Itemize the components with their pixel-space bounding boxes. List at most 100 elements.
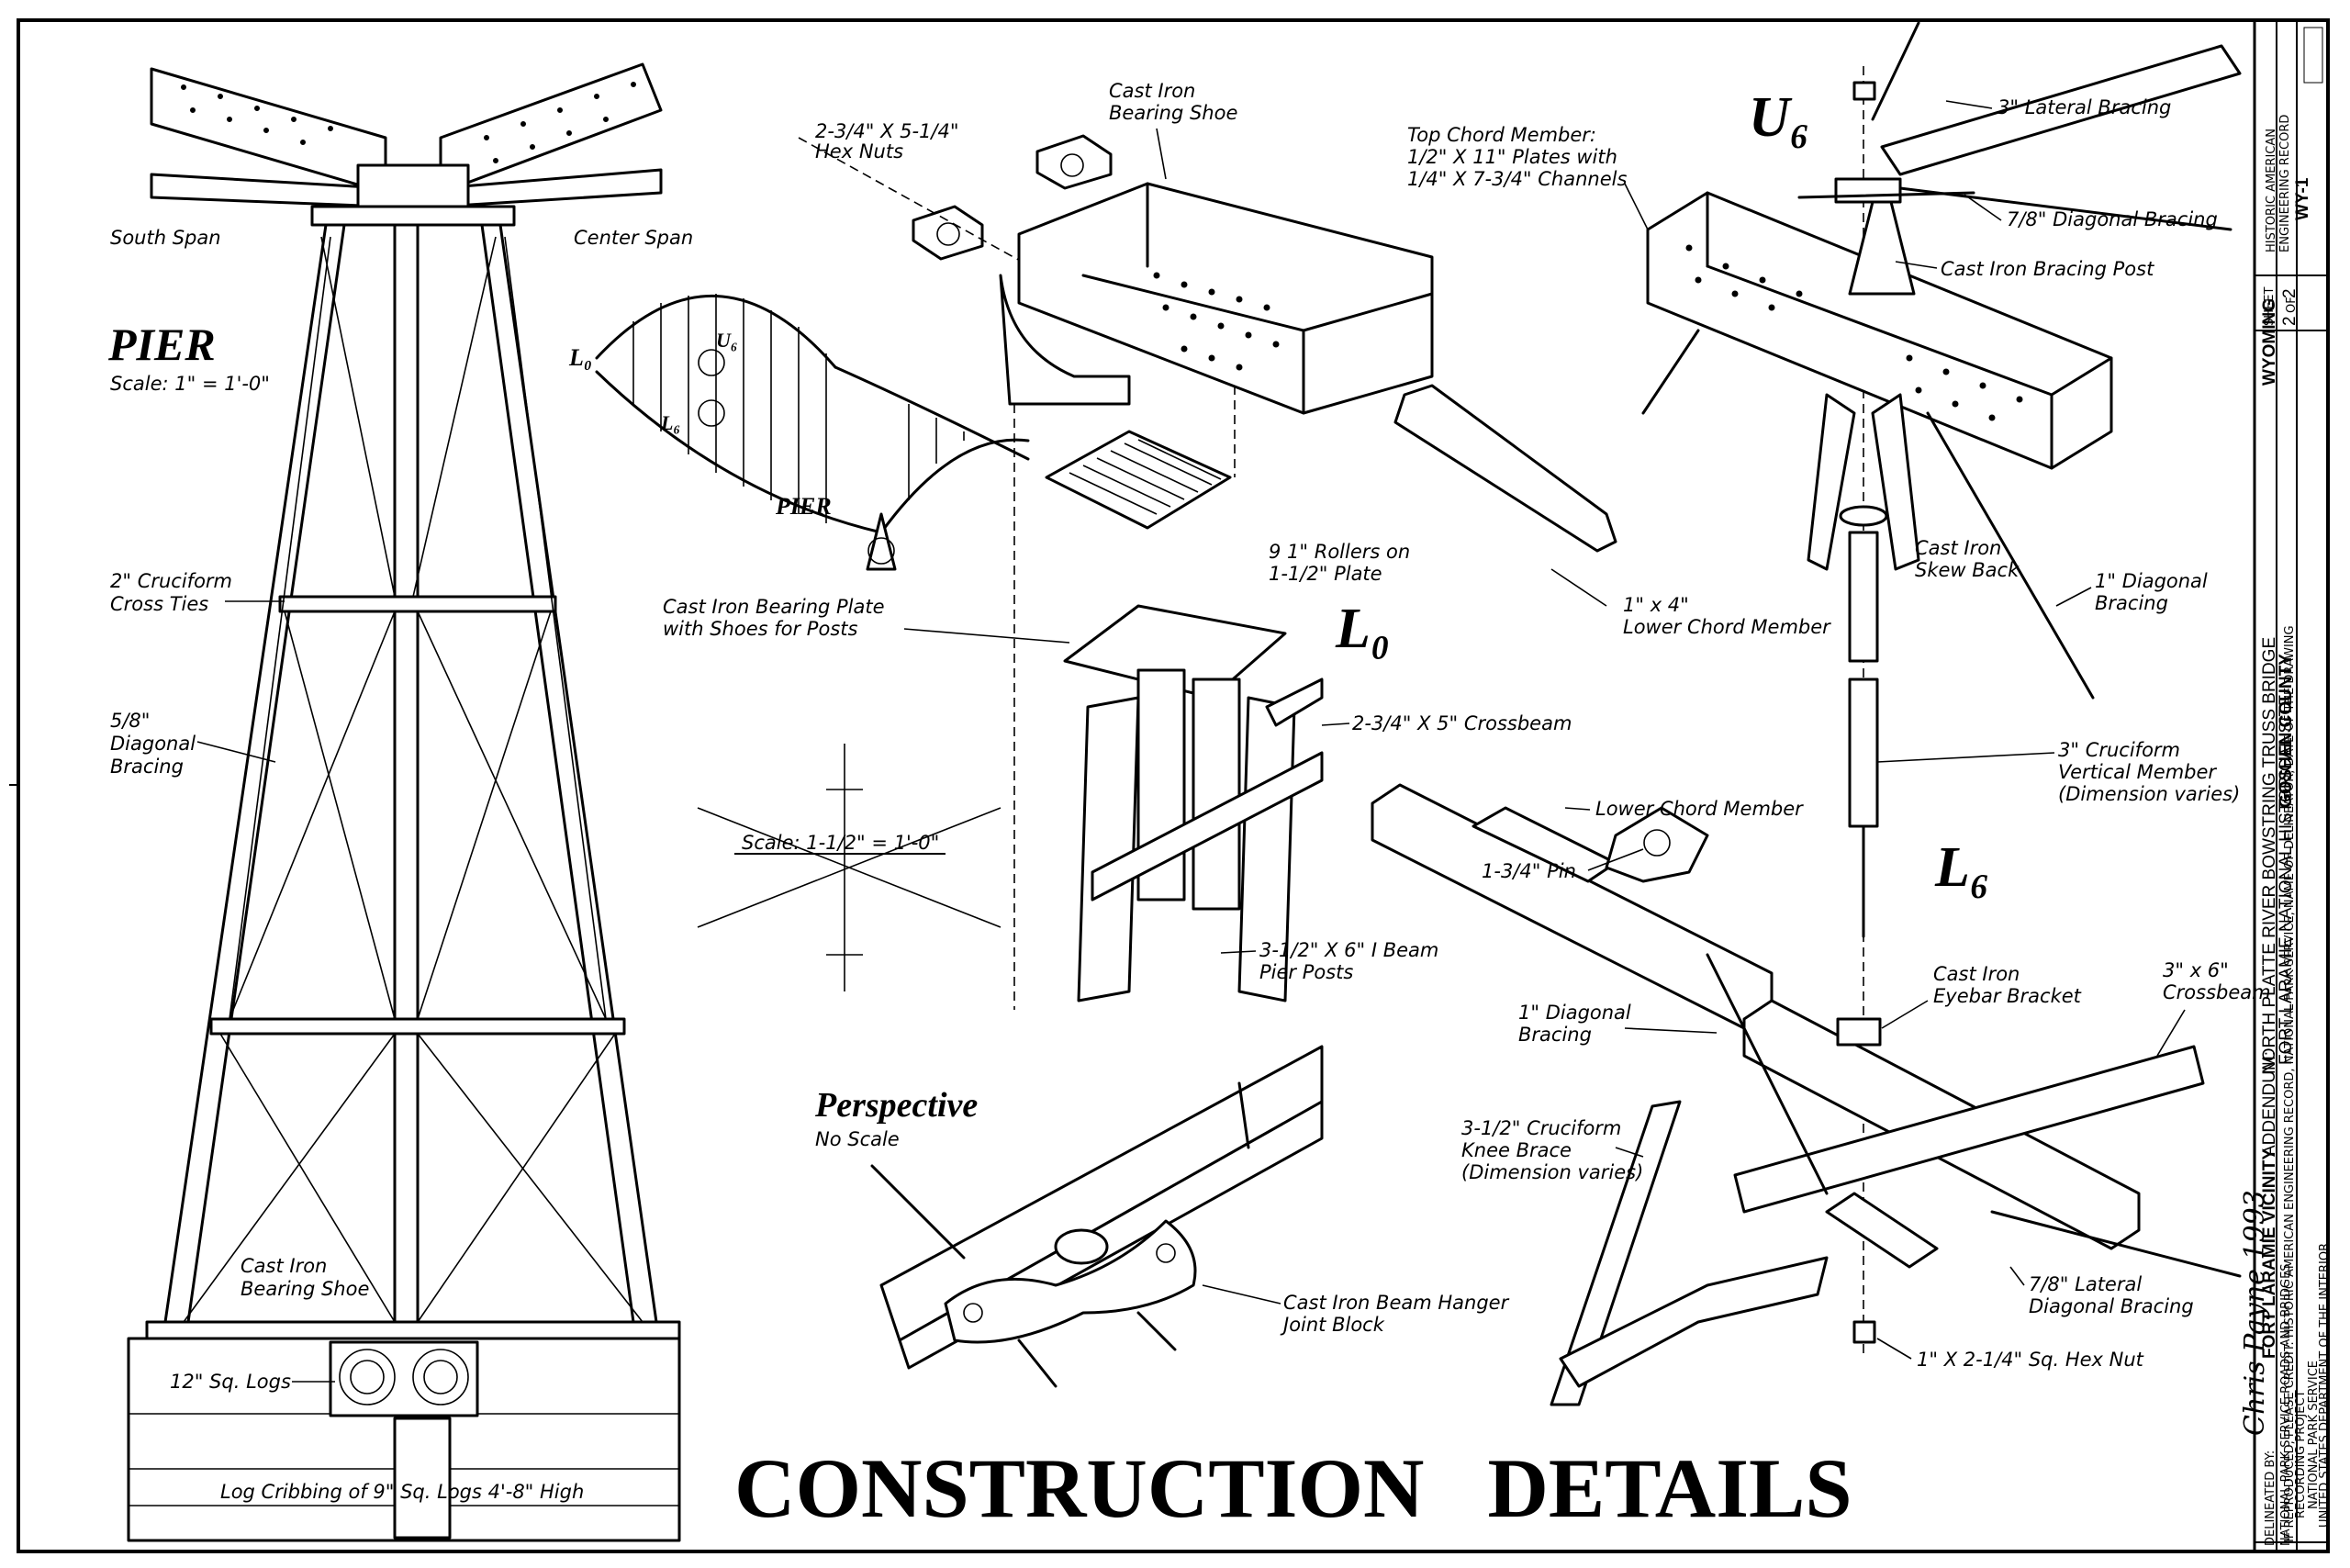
arch-bottom-next — [879, 438, 1030, 534]
hex-nut — [912, 205, 984, 261]
vertical-member — [1848, 678, 1879, 828]
l6-crossbeam — [1733, 1045, 2205, 1214]
sill-plate — [145, 1320, 681, 1340]
vertical-label-1: 3" Cruciform — [2058, 739, 2180, 761]
u6-lateral-label: 3" Lateral Bracing — [1998, 96, 2171, 118]
joint-block — [1825, 1192, 1939, 1269]
pin-label: 1-3/4" Pin — [1482, 860, 1576, 882]
sheet-of: OF — [2285, 297, 2299, 313]
leader-line — [2055, 587, 2092, 607]
cross-ties-label-1: 2" Cruciform — [110, 570, 232, 592]
hanger-hole — [963, 1303, 983, 1323]
vertical-label-2: Vertical Member — [2058, 761, 2217, 783]
projection-line — [798, 137, 1047, 276]
bearing-plate — [310, 205, 516, 227]
sq-hex-nut — [1852, 1320, 1876, 1344]
skew-back — [1807, 393, 1856, 571]
top-chord-label-3: 1/4" X 7-3/4" Channels — [1407, 168, 1627, 190]
knee-label-3: (Dimension varies) — [1461, 1161, 1643, 1183]
lateral-bracing-arm — [1880, 44, 2242, 176]
l6-lateral-label-1: 7/8" Lateral — [2029, 1273, 2142, 1295]
arch-hatching — [632, 294, 965, 523]
key-pier — [866, 512, 897, 571]
diagonal-bracing — [183, 236, 643, 1323]
pier-posts-label-2: Pier Posts — [1259, 961, 1353, 983]
skew-back-label-1: Cast Iron — [1915, 537, 2001, 559]
diag-bracing-label-2: Diagonal — [110, 733, 196, 755]
leader-line — [1550, 568, 1607, 607]
cribbing-label: Log Cribbing of 9" Sq. Logs 4'-8" High — [220, 1481, 584, 1503]
leader-line — [903, 628, 1070, 644]
pier-leg-left — [163, 223, 328, 1324]
south-span-label: South Span — [110, 227, 221, 249]
arch-top-next — [834, 365, 1030, 461]
l6-lateral-label-2: Diagonal Bracing — [2029, 1295, 2194, 1317]
haer-line-2: ENGINEERING RECORD — [2278, 115, 2292, 252]
u6-marker — [698, 349, 725, 376]
pier-elevation — [127, 62, 681, 1542]
agency-line-2: RECORDING PROJECT — [2294, 1390, 2308, 1518]
diag-bracing-1in — [1641, 329, 1700, 415]
lateral-nut — [1852, 81, 1876, 101]
pier-leg-left-inner — [186, 223, 346, 1324]
top-chord-label-1: Top Chord Member: — [1407, 124, 1596, 146]
pier-leg-right-inner — [480, 223, 635, 1324]
drawing-title: CONSTRUCTION DETAILS — [734, 1441, 1852, 1535]
hex-nuts-label-2: Hex Nuts — [815, 140, 903, 162]
knee-brace — [1550, 1100, 1682, 1406]
haer-number: WY-1 — [2293, 177, 2312, 220]
rollers-label-1: 9 1" Rollers on — [1269, 541, 1410, 563]
log-cribbing — [127, 1337, 681, 1542]
pier-post — [1077, 696, 1140, 1002]
sheet-total: 2 — [2280, 288, 2300, 298]
beam-hanger-block — [944, 1219, 1197, 1344]
key-plan — [595, 294, 1030, 571]
key-u6-label: U₆ — [716, 329, 738, 352]
knee-brace-bottom — [1559, 1256, 1829, 1388]
arch-bottom — [595, 370, 883, 534]
location-label: FORT LARAMIE VICINITY — [2260, 1148, 2279, 1359]
pin-hex — [1605, 806, 1709, 883]
knee-label-2: Knee Brace — [1461, 1139, 1572, 1161]
diagonal-rod — [870, 1164, 966, 1260]
crossbeam-l6-label-2: Crossbeam — [2163, 981, 2271, 1003]
project-name: NORTH PLATTE RIVER BOWSTRING TRUSS BRIDG… — [2260, 637, 2279, 1074]
agency-line-4: UNITED STATES DEPARTMENT OF THE INTERIOR — [2318, 1243, 2332, 1528]
leader-line — [1895, 261, 1938, 269]
hex-nut — [1035, 134, 1113, 190]
diag-brace-rod — [1898, 186, 2232, 231]
scale-compass — [697, 744, 1002, 991]
leader-line — [1876, 752, 2055, 763]
pier-posts-label-1: 3-1/2" X 6" I Beam — [1259, 939, 1438, 961]
hanger-label-2: Joint Block — [1280, 1314, 1385, 1336]
center-span-label: Center Span — [574, 227, 693, 249]
l6-diag-label-1: 1" Diagonal — [1518, 1002, 1631, 1024]
key-l0-label: L₀ — [568, 344, 592, 371]
l0-scale-label: Scale: 1-1/2" = 1'-0" — [742, 832, 939, 854]
perspective-sub: No Scale — [815, 1128, 900, 1150]
leader-line — [1564, 807, 1591, 811]
l0-shoe-label-2: Bearing Shoe — [1109, 102, 1237, 124]
diag-bracing-1in — [1926, 411, 2095, 700]
leader-line — [1964, 194, 2002, 221]
title-block-credit: IF REPRODUCED, PLEASE CREDIT: HISTORIC A… — [2283, 625, 2297, 1542]
lateral-rod — [1871, 21, 1920, 121]
title-block-project: FORT LARAMIE VICINITY ADDENDUM: NORTH PL… — [2260, 298, 2296, 1359]
u6-diag78-label: 7/8" Diagonal Bracing — [2007, 208, 2218, 230]
l6-lower-chord-label: Lower Chord Member — [1595, 798, 1804, 820]
skew-back — [1871, 393, 1920, 571]
hanger-cap — [1054, 1228, 1109, 1265]
leader-line — [1881, 1000, 1929, 1029]
perspective-heading: Perspective — [814, 1086, 978, 1125]
knee-label-1: 3-1/2" Cruciform — [1461, 1117, 1621, 1139]
leader-line — [1220, 950, 1257, 954]
l6-diag-brace — [1706, 953, 1829, 1195]
skew-back-collar — [1839, 505, 1888, 527]
bearing-shoe-top — [356, 163, 470, 208]
leader-line — [1156, 128, 1167, 180]
leader-line — [1876, 1338, 1912, 1360]
leader-line — [2009, 1266, 2025, 1286]
l0-detail — [697, 134, 1617, 1010]
leader-line — [1624, 1027, 1718, 1034]
